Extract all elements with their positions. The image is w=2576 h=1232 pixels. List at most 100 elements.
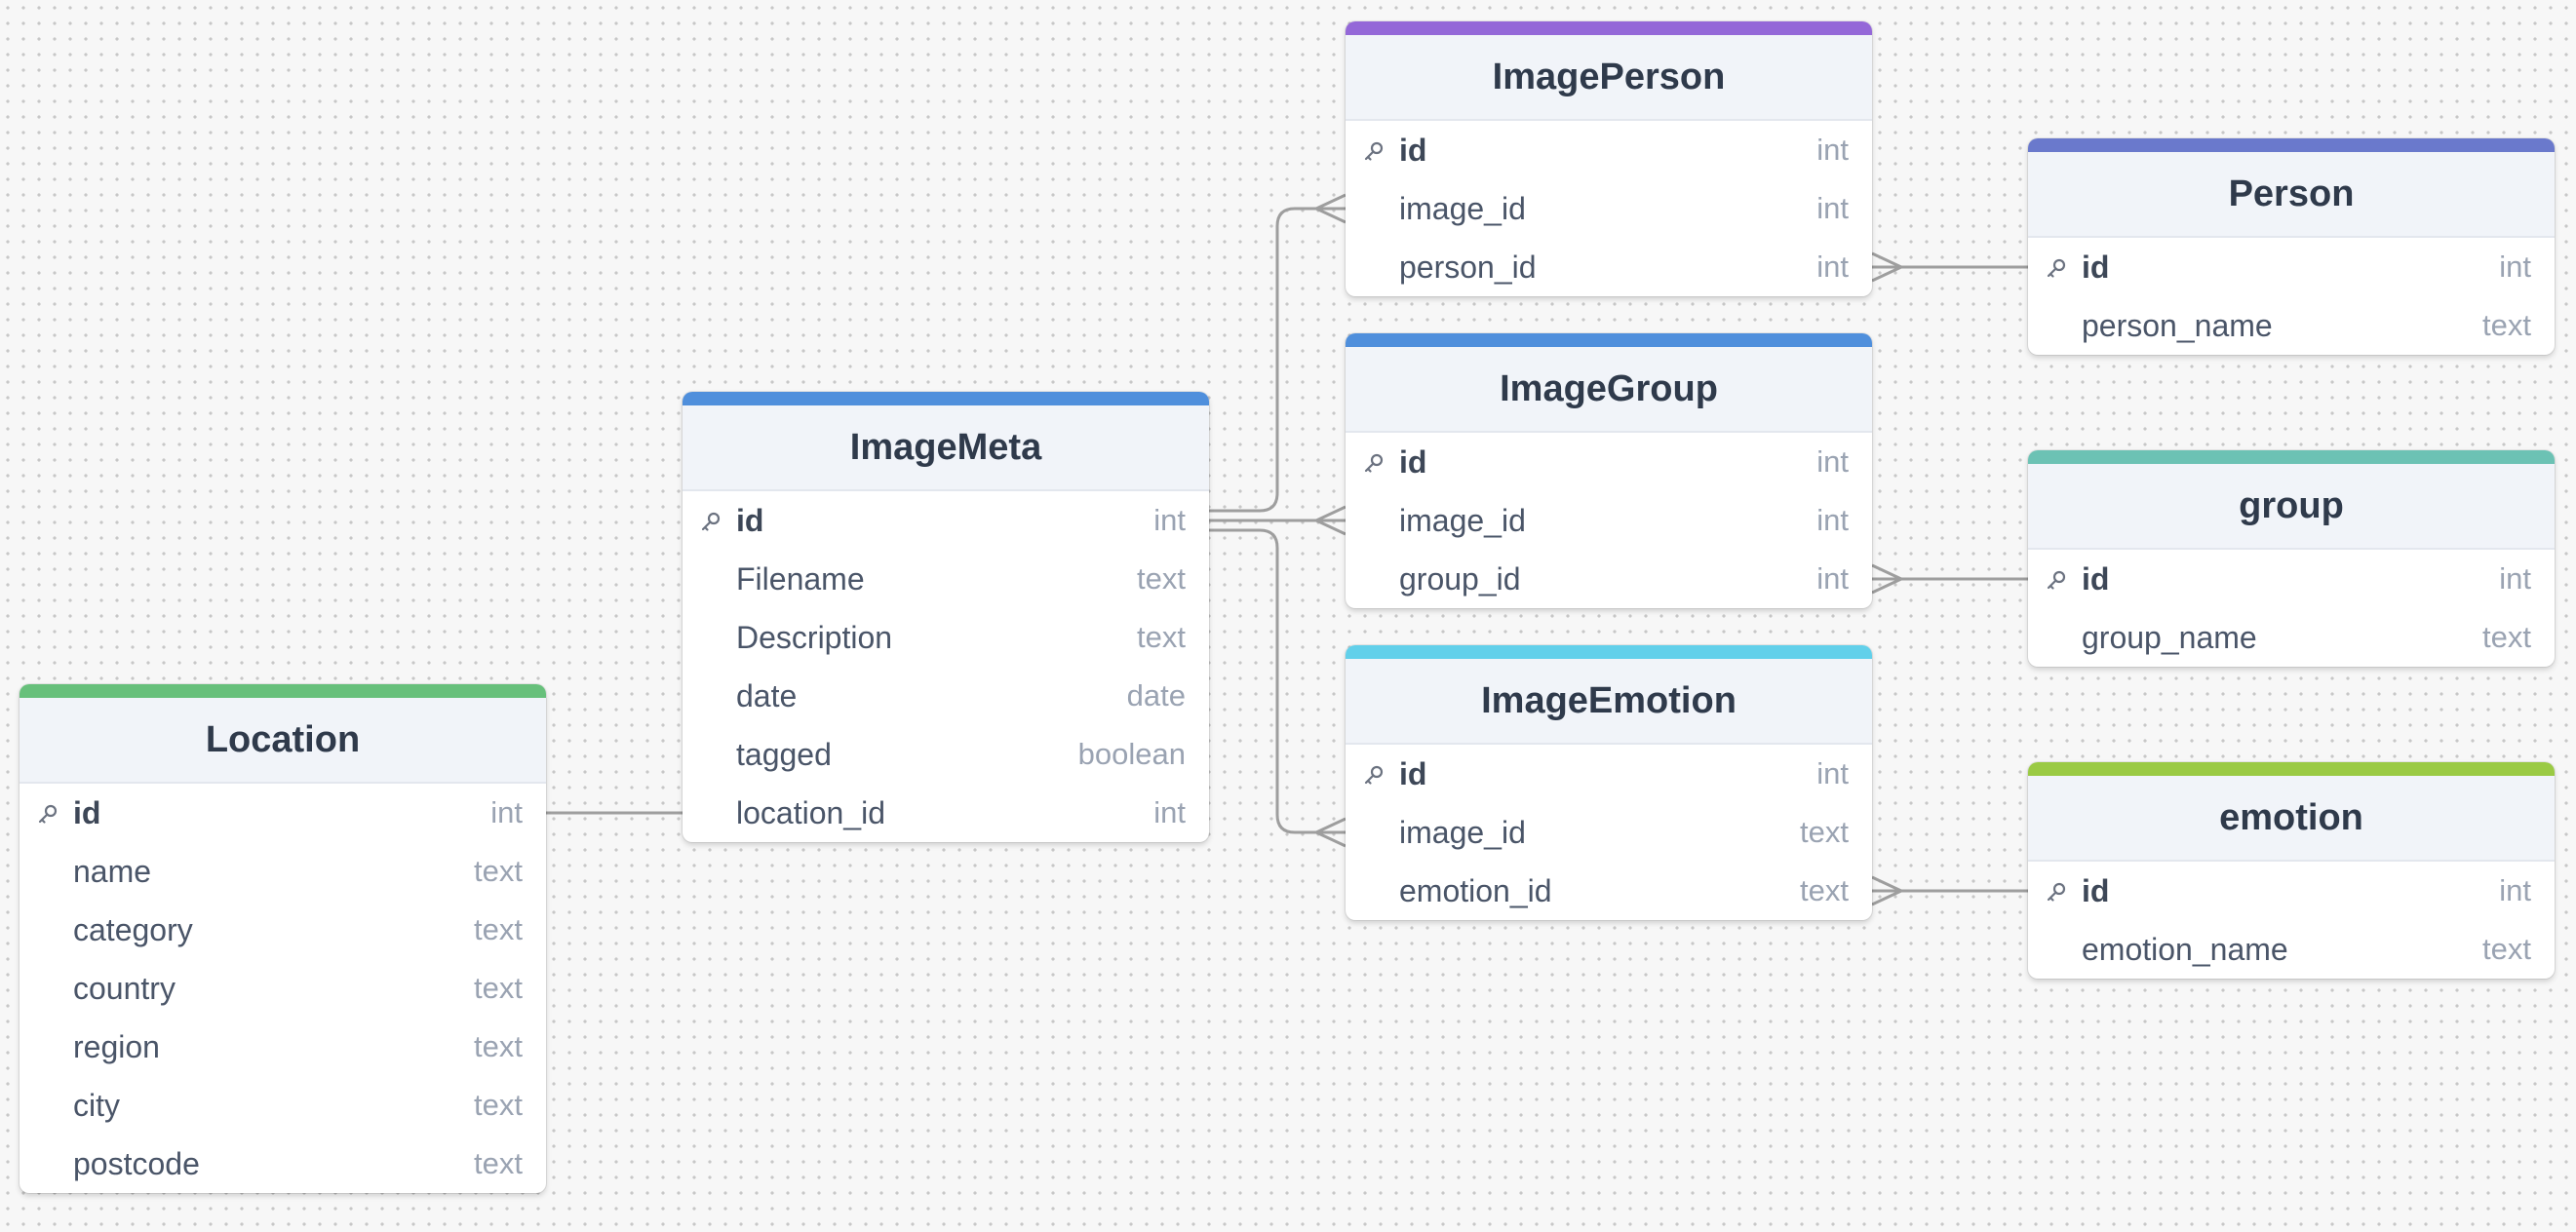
key-icon <box>1364 141 1384 161</box>
key-icon <box>2047 570 2066 590</box>
column-name: image_id <box>1399 190 1526 226</box>
table-title: Location <box>205 718 361 760</box>
relationship-line <box>1209 207 1346 513</box>
table-title: ImageMeta <box>849 426 1042 468</box>
column-name: Filename <box>736 560 865 597</box>
crows-foot-icon <box>1871 251 1905 283</box>
table-color-bar <box>1346 645 1872 659</box>
column-type: text <box>474 1029 523 1063</box>
column-row-city[interactable]: city text <box>20 1076 546 1135</box>
column-type: int <box>2499 561 2531 596</box>
table-title: emotion <box>2219 796 2363 838</box>
table-color-bar <box>20 684 546 698</box>
column-type: int <box>490 795 523 829</box>
column-type: text <box>474 1088 523 1122</box>
crows-foot-icon <box>1312 505 1347 536</box>
key-icon <box>2047 882 2066 902</box>
column-name: image_id <box>1399 502 1526 538</box>
column-type: int <box>1816 756 1849 790</box>
column-type: date <box>1126 678 1186 712</box>
column-name: location_id <box>736 794 885 830</box>
table-header[interactable]: ImagePerson <box>1346 35 1872 121</box>
column-row-region[interactable]: region text <box>20 1018 546 1076</box>
column-name: image_id <box>1399 814 1526 850</box>
column-row-emotion-name[interactable]: emotion_name text <box>2028 920 2555 979</box>
column-type: boolean <box>1077 737 1186 771</box>
column-name: city <box>73 1087 120 1123</box>
column-type: text <box>474 854 523 888</box>
table-header[interactable]: ImageGroup <box>1346 347 1872 433</box>
table-header[interactable]: Location <box>20 698 546 784</box>
table-title: group <box>2239 484 2344 526</box>
column-name: id <box>1399 443 1427 480</box>
column-name: id <box>2082 560 2110 597</box>
table-color-bar <box>2028 762 2555 776</box>
table-title: ImageGroup <box>1500 367 1718 409</box>
column-type: text <box>1800 873 1849 907</box>
column-type: int <box>2499 873 2531 907</box>
column-type: text <box>474 1146 523 1180</box>
table-header[interactable]: ImageMeta <box>683 405 1209 491</box>
column-name: id <box>2082 872 2110 908</box>
column-name: category <box>73 911 193 947</box>
table-header[interactable]: Person <box>2028 152 2555 238</box>
crows-foot-icon <box>1312 193 1347 224</box>
column-row-postcode[interactable]: postcode text <box>20 1135 546 1193</box>
column-row-id[interactable]: id int <box>2028 862 2555 920</box>
column-name: date <box>736 677 798 713</box>
column-type: int <box>1153 795 1186 829</box>
column-type: int <box>2499 250 2531 284</box>
column-row-name[interactable]: name text <box>20 842 546 901</box>
column-type: text <box>2482 932 2531 966</box>
table-color-bar <box>2028 138 2555 152</box>
column-type: int <box>1816 250 1849 284</box>
table-title: Person <box>2228 173 2355 214</box>
column-name: emotion_name <box>2082 931 2288 967</box>
column-type: text <box>1137 620 1186 654</box>
key-icon <box>701 512 721 531</box>
column-row-location-id[interactable]: location_id int <box>683 784 1209 842</box>
column-name: id <box>1399 132 1427 168</box>
column-type: text <box>1800 815 1849 849</box>
column-name: group_id <box>1399 560 1521 597</box>
column-name: region <box>73 1028 160 1064</box>
column-row-date[interactable]: date date <box>683 667 1209 725</box>
column-name: name <box>73 853 152 889</box>
column-row-image-id[interactable]: image_id text <box>1346 803 1872 862</box>
column-type: int <box>1153 503 1186 537</box>
table-header[interactable]: ImageEmotion <box>1346 659 1872 745</box>
table-emotion[interactable]: emotion id int emotion_name text <box>2028 762 2555 979</box>
table-header[interactable]: emotion <box>2028 776 2555 862</box>
column-type: text <box>2482 620 2531 654</box>
column-name: postcode <box>73 1145 200 1181</box>
column-row-id[interactable]: id int <box>683 491 1209 550</box>
column-name: id <box>736 502 764 538</box>
column-row-id[interactable]: id int <box>2028 550 2555 608</box>
table-header[interactable]: group <box>2028 464 2555 550</box>
